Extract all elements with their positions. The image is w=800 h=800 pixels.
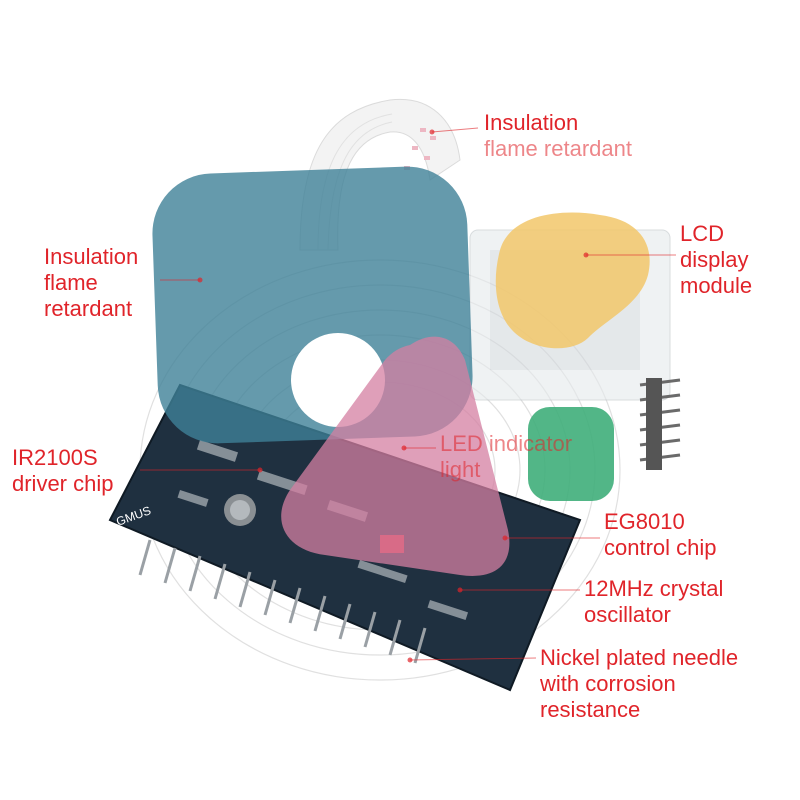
callout-line: LED indicator [440,431,573,456]
callout-line: retardant [44,296,133,321]
callout-line: Nickel plated needle [540,645,739,670]
callout-line: EG8010 [604,509,685,534]
callout-line: light [440,457,481,482]
callout-insulation-left: Insulation flame retardant [44,244,138,322]
yellow-blob [495,212,650,349]
callout-line: LCD [680,221,725,246]
callout-line: control chip [604,535,717,560]
callout-insulation-top: Insulation flame retardant [484,110,632,162]
leader-lines [140,127,676,661]
leader-dots [197,129,589,663]
callout-line: IR2100S [12,445,98,470]
callout-nickel-needle: Nickel plated needle with corrosion resi… [540,645,738,723]
callout-ir2100s: IR2100S driver chip [12,445,113,497]
callout-line: resistance [540,697,641,722]
pink-rounded-triangle [281,336,510,576]
callout-lcd: LCD display module [680,221,752,299]
green-rounded-square [528,407,614,501]
callout-line: module [680,273,753,298]
callout-line: oscillator [584,602,671,627]
callout-line: flame retardant [484,136,632,161]
callout-line: Insulation [484,110,579,135]
callout-led: LED indicator light [440,431,572,483]
callout-line: Insulation [44,244,139,269]
pin-header [639,378,681,470]
callout-line: 12MHz crystal [584,576,724,601]
callout-line: flame [44,270,98,295]
callout-crystal: 12MHz crystal oscillator [584,576,723,628]
callout-eg8010: EG8010 control chip [604,509,717,561]
callout-line: with corrosion [540,671,676,696]
callout-line: display [680,247,749,272]
pcb-pins [138,539,427,664]
callout-line: driver chip [12,471,114,496]
